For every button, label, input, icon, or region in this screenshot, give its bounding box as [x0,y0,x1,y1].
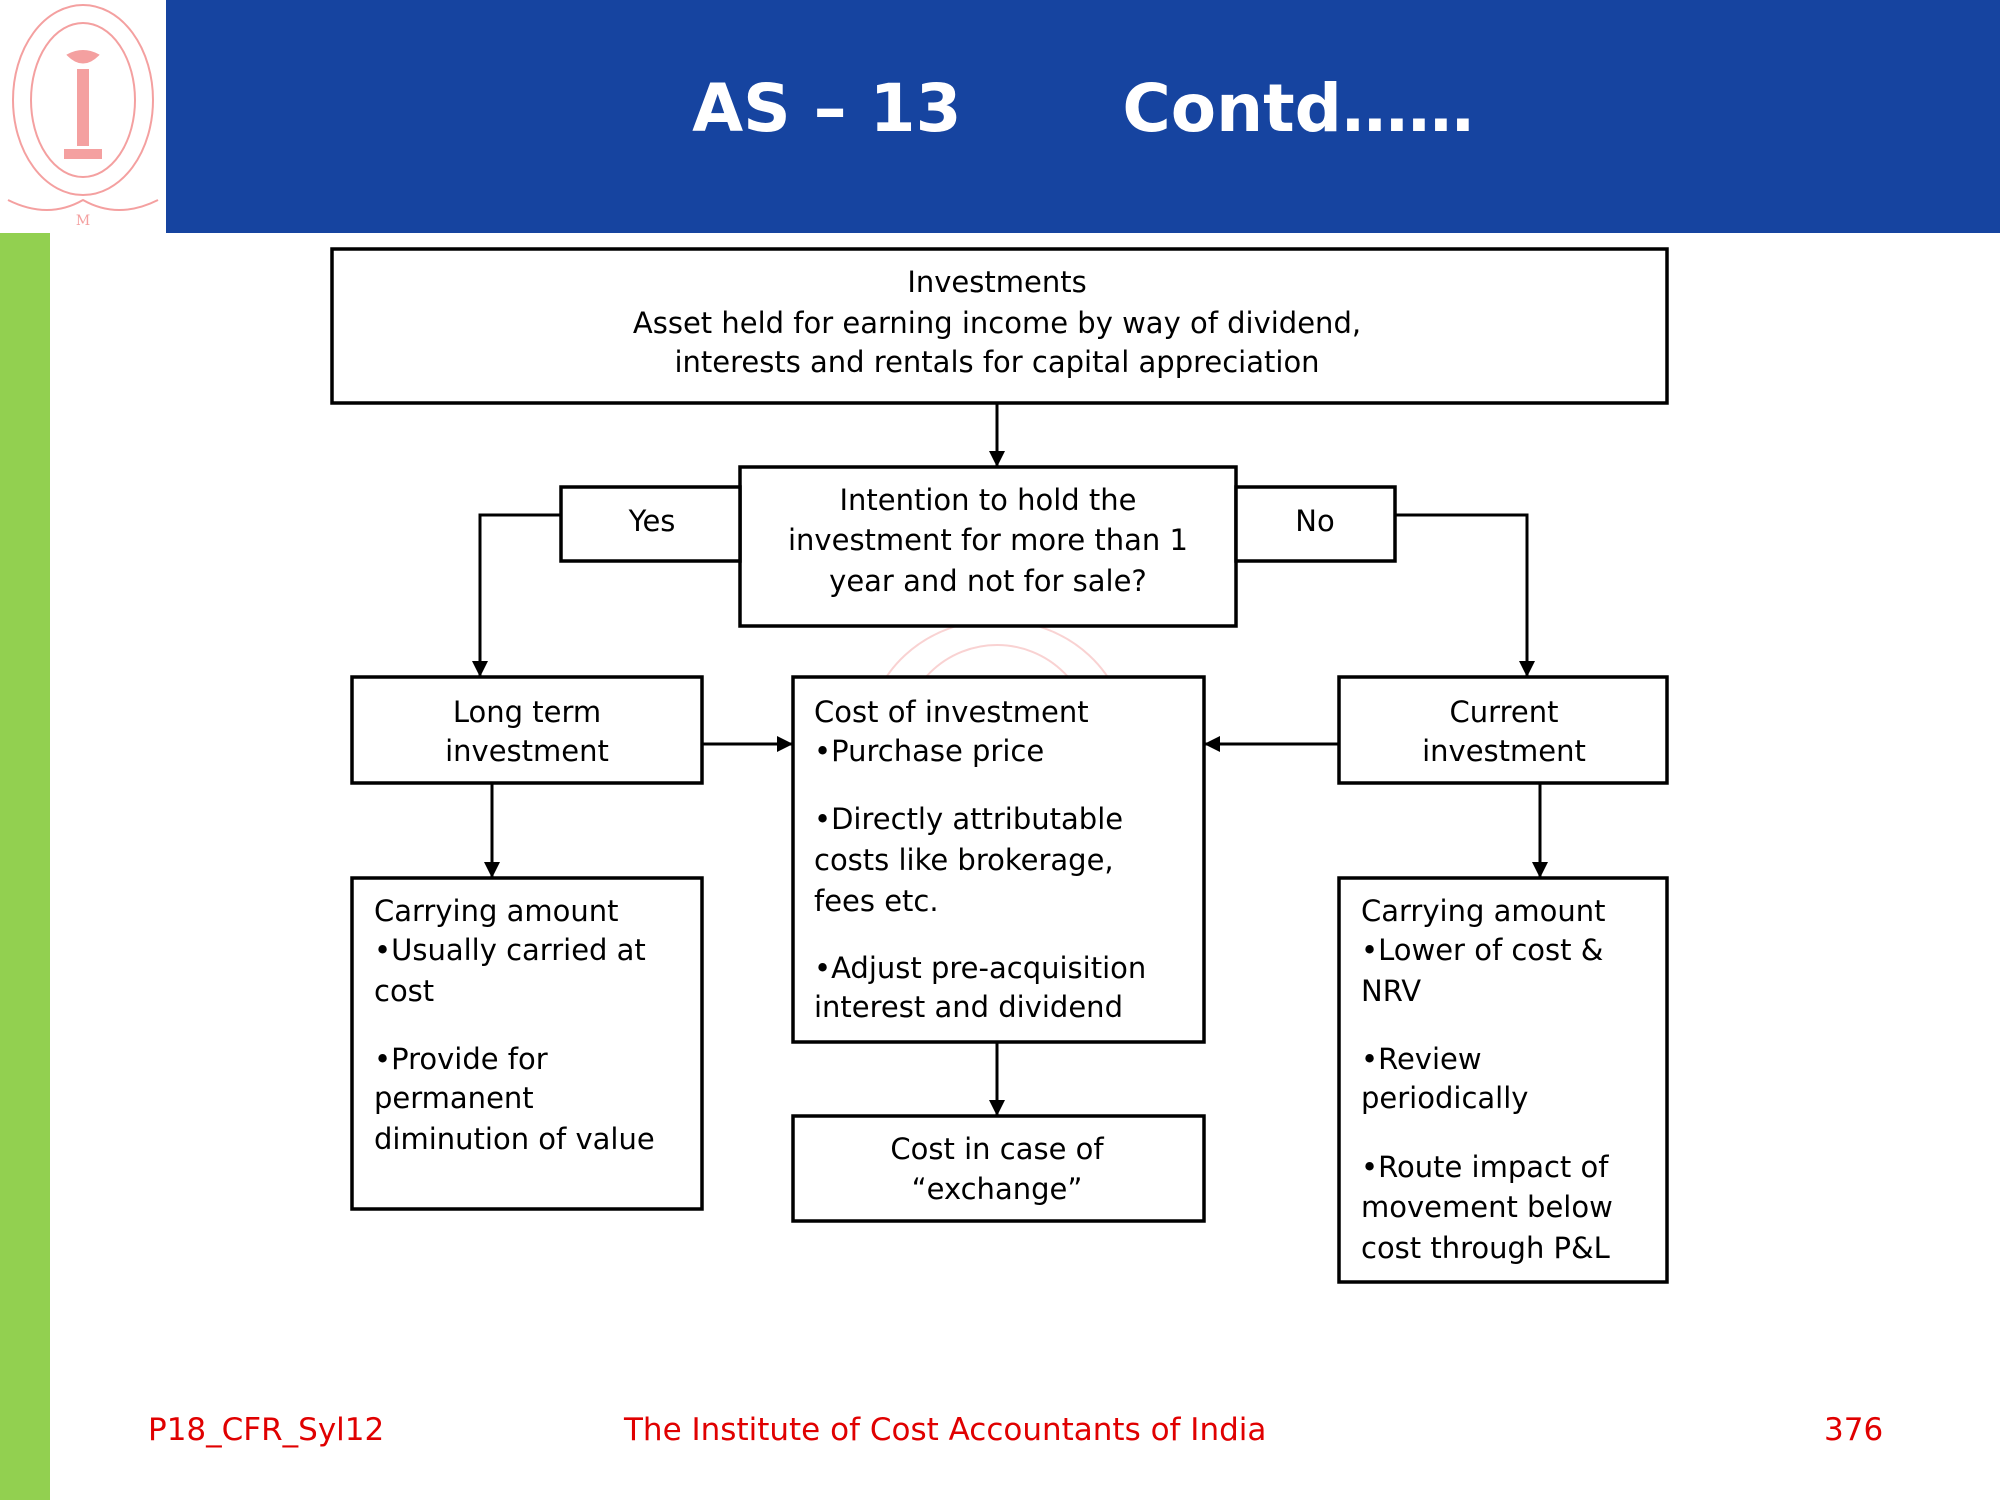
institute-logo: M [7,4,159,229]
box-text-line: M [76,213,90,229]
box-frame [791,675,1206,1044]
box-yes: Yes [559,485,742,563]
header-bar [166,0,2000,233]
box-text-line: Long term [453,695,601,729]
box-carrying-current: Carrying amount •Lower of cost & NRV •Re… [1337,876,1669,1284]
box-no: No [1234,485,1397,563]
side-accent-bar [0,233,50,1500]
box-exchange: Cost in case of “exchange” [791,1114,1206,1223]
footer-code: P18_CFR_Syl12 [148,1412,385,1448]
box-text-line: Carrying amount [1361,894,1605,928]
box-text-line: investment [445,734,609,768]
box-text-line: cost [374,974,434,1008]
box-frame [791,1114,1206,1223]
box-text-line: diminution of value [374,1122,655,1156]
box-frame [1337,675,1669,785]
box-text-line: •Route impact of [1361,1150,1609,1184]
box-text-line: •Review [1361,1042,1482,1076]
box-frame [330,247,1669,405]
box-frame [77,69,89,146]
box-cost-of-investment: Cost of investment •Purchase price •Dire… [791,675,1206,1044]
box-text-line: investment [1422,734,1586,768]
box-text-line: permanent [374,1081,534,1115]
box-text-line: cost through P&L [1361,1231,1610,1265]
box-text-line: fees etc. [814,884,939,918]
box-text-line: •Directly attributable [814,802,1123,836]
box-frame [559,485,742,563]
box-current: Current investment [1337,675,1669,785]
box-investments: Investments Asset held for earning incom… [330,247,1669,405]
arrow-yes-to-long-term [472,513,561,677]
box-intention: Intention to hold the investment for mor… [738,465,1238,628]
connectors [472,403,1548,1116]
box-text-line: Cost of investment [814,695,1089,729]
box-text-line: Current [1450,695,1559,729]
box-text-line: No [1295,504,1334,538]
box-frame [1234,485,1397,563]
box-text-line: Carrying amount [374,894,618,928]
box-text-line: investment for more than 1 [788,523,1188,557]
box-text-line: Investments [907,265,1086,299]
box-text-line: interest and dividend [814,990,1123,1024]
footer-institute: The Institute of Cost Accountants of Ind… [624,1412,1267,1448]
box-text-line: year and not for sale? [829,564,1147,598]
box-text-line: •Usually carried at [374,933,646,967]
page-number: 376 [1824,1412,1884,1448]
box-text-line: Cost in case of [890,1132,1104,1166]
box-text-line: interests and rentals for capital apprec… [674,345,1319,379]
slide-title: AS – 13 Contd…… [692,70,1474,147]
arrow-no-to-current [1395,513,1535,677]
box-text-line: •Provide for [374,1042,548,1076]
box-frame [350,675,704,785]
box-text-line: movement below [1361,1190,1613,1224]
box-frame [1337,876,1669,1284]
box-long-term: Long term investment [350,675,704,785]
box-text-line: periodically [1361,1081,1528,1115]
box-carrying-long-term: Carrying amount •Usually carried at cost… [350,876,704,1211]
box-text-line: costs like brokerage, [814,843,1114,877]
box-text-line: “exchange” [912,1172,1083,1206]
box-text-line: NRV [1361,974,1421,1008]
box-text-line: •Lower of cost & [1361,933,1603,967]
box-frame [350,876,704,1211]
box-text-line: •Adjust pre-acquisition [814,951,1146,985]
box-text-line: •Purchase price [814,734,1044,768]
box-text-line: Asset held for earning income by way of … [633,306,1361,340]
box-text-line: Intention to hold the [839,483,1136,517]
box-text-line: Yes [628,504,676,538]
